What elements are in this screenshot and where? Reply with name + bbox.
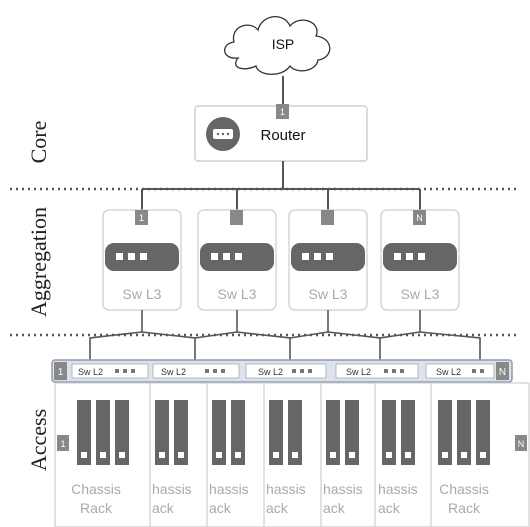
agg-label-2: Sw L3 (218, 286, 257, 302)
access-bar-right-port-label: N (499, 367, 506, 378)
rack-label-5: hassis (323, 481, 363, 497)
rack-label-3: hassis (209, 481, 249, 497)
access-switch-label-1: Sw L2 (78, 367, 103, 377)
chassis-rack-2: hassis ack (149, 382, 209, 527)
chassis-rack-1: 1 Chassis Rack (54, 382, 156, 527)
agg-port-label-1: 1 (139, 213, 144, 223)
aggregation-switch-4: N Sw L3 (380, 209, 460, 311)
chassis-rack-3: hassis ack (206, 382, 266, 527)
aggregation-switch-2: Sw L3 (197, 209, 277, 311)
rack-port-label-1: 1 (60, 439, 65, 449)
access-switch-4: Sw L2 (335, 363, 419, 379)
router-port (276, 104, 289, 119)
layer-label-access: Access (26, 409, 51, 471)
access-bar-right-port (496, 362, 509, 380)
rack-sublabel-2: ack (152, 500, 175, 516)
agg-label-1: Sw L3 (123, 286, 162, 302)
rack-label-4: hassis (266, 481, 306, 497)
router-node: 1 Router (194, 104, 368, 162)
agg-label-4: Sw L3 (401, 286, 440, 302)
access-switch-3: Sw L2 (245, 363, 327, 379)
isp-label: ISP (272, 36, 295, 52)
access-bar-left-port (54, 362, 67, 380)
agg-port-3 (321, 210, 334, 225)
agg-port-2 (230, 210, 243, 225)
chassis-rack-4: hassis ack (263, 382, 323, 527)
rack-port-7 (515, 435, 527, 451)
router-label: Router (260, 127, 305, 144)
chassis-rack-5: hassis ack (320, 382, 380, 527)
rack-sublabel-3: ack (209, 500, 232, 516)
chassis-rack-7: N Chassis Rack (430, 382, 530, 527)
layer-label-core: Core (26, 121, 51, 164)
rack-sublabel-5: ack (323, 500, 346, 516)
rack-port-1 (57, 435, 69, 451)
agg-port-1 (135, 210, 148, 225)
access-switch-1: Sw L2 (71, 363, 149, 379)
rack-sublabel-7: Rack (448, 500, 481, 516)
access-switch-5: Sw L2 (425, 363, 495, 379)
access-switch-label-2: Sw L2 (161, 367, 186, 377)
access-switch-2: Sw L2 (152, 363, 240, 379)
agg-access-links (89, 310, 481, 360)
access-bar-left-port-label: 1 (58, 367, 64, 378)
isp-cloud: ISP (224, 16, 331, 75)
rack-sublabel-6: ack (378, 500, 401, 516)
router-port-label: 1 (280, 107, 285, 117)
rack-sublabel-1: Rack (80, 500, 113, 516)
aggregation-switch-3: Sw L3 (288, 209, 368, 311)
agg-label-3: Sw L3 (309, 286, 348, 302)
access-switch-label-4: Sw L2 (346, 367, 371, 377)
cloud-icon (224, 16, 331, 75)
access-switch-label-3: Sw L2 (258, 367, 283, 377)
rack-label-7: Chassis (439, 481, 489, 497)
rack-label-6: hassis (378, 481, 418, 497)
layer-label-aggregation: Aggregation (26, 207, 51, 317)
rack-port-label-7: N (518, 439, 525, 449)
rack-label-1: Chassis (71, 481, 121, 497)
agg-port-4 (413, 210, 426, 225)
rack-label-2: hassis (152, 481, 192, 497)
rack-sublabel-4: ack (266, 500, 289, 516)
aggregation-switch-1: 1 Sw L3 (102, 209, 182, 311)
agg-port-label-4: N (416, 213, 423, 223)
chassis-rack-6: hassis ack (374, 382, 434, 527)
access-switch-label-5: Sw L2 (436, 367, 461, 377)
